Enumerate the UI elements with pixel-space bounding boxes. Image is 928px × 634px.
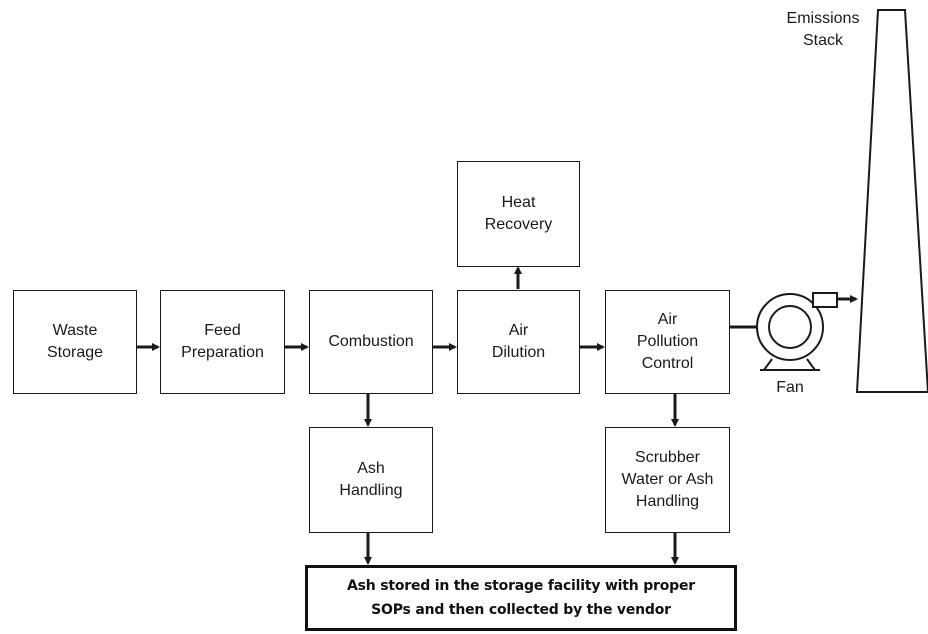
fan-icon xyxy=(756,292,838,371)
feed-preparation-box: Feed Preparation xyxy=(160,290,285,394)
air-dilution-box: Air Dilution xyxy=(457,290,580,394)
heat-recovery-box: Heat Recovery xyxy=(457,161,580,267)
combustion-box: Combustion xyxy=(309,290,433,394)
waste-storage-box: Waste Storage xyxy=(13,290,137,394)
emissions-stack-label: Emissions Stack xyxy=(786,10,860,49)
emissions-stack-icon xyxy=(855,9,928,393)
ash-storage-note: Ash stored in the storage facility with … xyxy=(305,565,737,631)
air-pollution-control-box: Air Pollution Control xyxy=(605,290,730,394)
scrubber-handling-box: Scrubber Water or Ash Handling xyxy=(605,427,730,533)
ash-handling-box: Ash Handling xyxy=(309,427,433,533)
fan-label: Fan xyxy=(776,379,804,396)
